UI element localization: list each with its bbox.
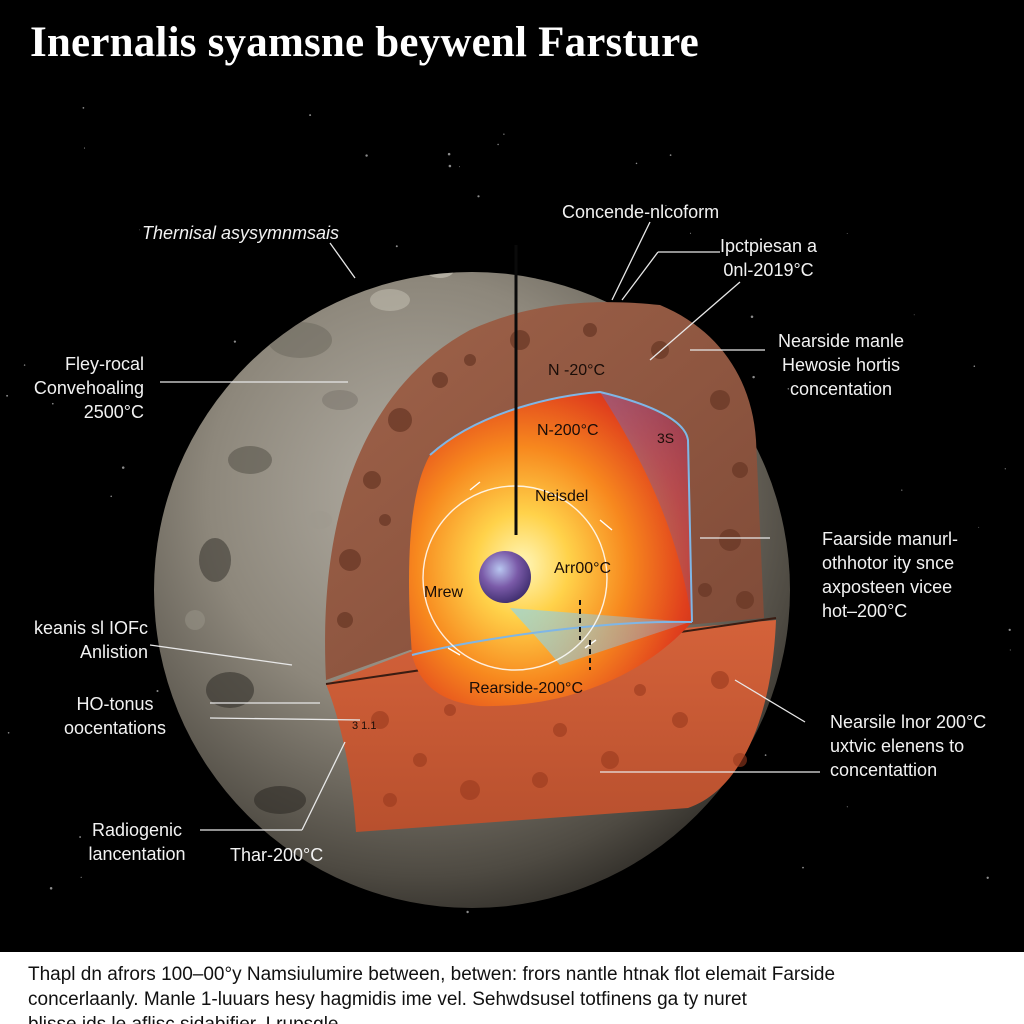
- label-fley-rocal: Fley-rocal Convehoaling 2500°C: [33, 354, 144, 422]
- star: [80, 876, 82, 878]
- star: [23, 364, 26, 366]
- leader-lines: [149, 221, 820, 831]
- star: [689, 232, 692, 234]
- star: [448, 164, 452, 168]
- inner-label-nesidel: Neisdel: [535, 488, 589, 505]
- label-ho-concentrations: HO-tonus oocentations: [63, 694, 167, 738]
- inner-label-rearside: Rearside-200°C: [469, 680, 584, 697]
- label-farside-mantle: Faarside manurl- othhotor ity snce axpos…: [822, 529, 959, 621]
- star: [986, 876, 989, 879]
- star: [365, 154, 368, 157]
- blue-boundary-line: [411, 390, 693, 656]
- convection-arrows: [447, 481, 613, 656]
- label-keanis: keanis sl IOFc Anlistion: [33, 618, 148, 662]
- star: [83, 147, 86, 149]
- moon-surface-craters: [185, 272, 578, 814]
- label-thermal-asymmetry: Thernisal asysymnmsais: [142, 223, 340, 243]
- label-nearside-inor: Nearsile lnor 200°C uxtvic elenens to co…: [830, 712, 987, 780]
- star: [309, 114, 312, 117]
- star: [802, 866, 804, 869]
- star: [503, 133, 505, 135]
- star: [49, 887, 53, 890]
- star: [1008, 628, 1011, 632]
- star: [1009, 649, 1011, 651]
- star: [635, 162, 638, 165]
- star: [978, 526, 980, 528]
- star: [447, 152, 451, 156]
- label-thar: Thar-200°C: [230, 845, 324, 865]
- star: [787, 388, 790, 390]
- star: [82, 107, 85, 109]
- label-nearside-mantle: Nearside manle Hewosie hortis concentati…: [778, 331, 905, 399]
- label-concentration-top: Concende-nlcoform: [562, 202, 720, 222]
- page-title: Inernalis syamsne beywenl Farsture: [30, 19, 699, 66]
- lower-crust-texture: [371, 671, 747, 807]
- inner-label-arr: Arr00°C: [554, 560, 612, 577]
- star: [121, 466, 125, 469]
- star: [764, 754, 767, 756]
- star: [156, 689, 159, 693]
- star: [1004, 468, 1006, 470]
- star: [466, 910, 469, 914]
- star: [973, 365, 976, 367]
- star: [51, 402, 54, 405]
- star: [458, 166, 460, 168]
- dashed-axis: [579, 600, 591, 670]
- caption-text: Thapl dn afrors 100–00°y Namsiulumire be…: [28, 964, 836, 1024]
- label-radiogenic: Radiogenic lancentation: [88, 820, 186, 864]
- inner-label-n-200: N-200°C: [537, 422, 599, 439]
- caption-box: Thapl dn afrors 100–00°y Namsiulumire be…: [0, 952, 1024, 1024]
- inner-label-small: 3 1.1: [352, 720, 377, 732]
- star: [6, 394, 9, 397]
- star: [110, 495, 112, 498]
- star: [669, 154, 672, 156]
- star: [497, 143, 499, 146]
- inner-label-3s: 3S: [657, 430, 675, 446]
- star: [752, 375, 755, 379]
- inner-label-n-20: N -20°C: [548, 362, 606, 379]
- inner-label-mrew: Mrew: [424, 584, 464, 601]
- star: [913, 314, 915, 316]
- star: [901, 489, 903, 491]
- star: [750, 315, 754, 318]
- label-top-right: Ipctpiesan a 0nl-2019°C: [720, 236, 818, 280]
- star: [7, 731, 10, 734]
- nearside-purple-zone: [600, 392, 692, 622]
- star: [233, 340, 237, 343]
- star: [923, 538, 925, 540]
- star: [846, 806, 848, 808]
- star: [79, 836, 82, 838]
- star: [139, 229, 140, 231]
- star: [665, 205, 667, 207]
- star: [395, 245, 398, 248]
- star: [846, 232, 848, 234]
- inner-core: [479, 551, 531, 603]
- star: [121, 853, 124, 856]
- star: [477, 195, 480, 198]
